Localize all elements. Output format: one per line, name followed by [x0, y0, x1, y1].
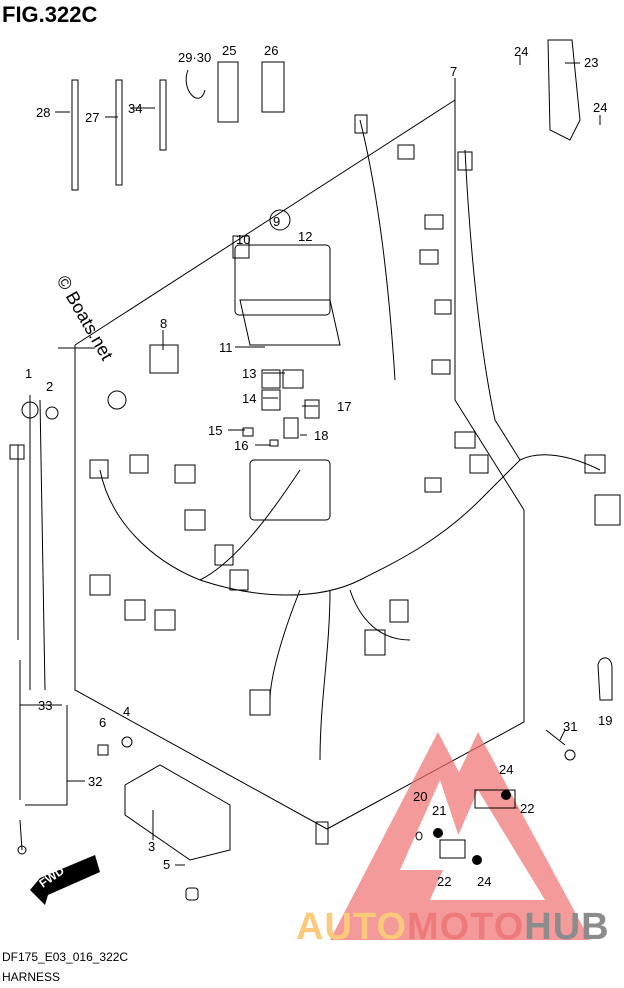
callout-32: 32	[88, 774, 103, 789]
callout-20: 20	[413, 789, 428, 804]
callout-13: 13	[242, 366, 257, 381]
callout-22: 22	[520, 801, 535, 816]
callout-27: 27	[85, 110, 100, 125]
callout-23: 23	[584, 55, 599, 70]
callout-26: 26	[264, 43, 279, 58]
callout-18: 18	[314, 428, 329, 443]
callout-1: 1	[25, 366, 33, 381]
callout-24: 24	[593, 100, 608, 115]
callout-19: 19	[598, 713, 613, 728]
callout-14: 14	[242, 391, 257, 406]
callout-24: 24	[477, 874, 492, 889]
figure-code: DF175_E03_016_322C	[2, 950, 129, 964]
callout-34: 34	[128, 101, 143, 116]
callout-11: 11	[219, 340, 233, 355]
callout-5: 5	[163, 857, 171, 872]
callout-21: 21	[432, 803, 447, 818]
callout-10: 10	[236, 232, 251, 247]
callout-6: 6	[99, 715, 107, 730]
callout-2: 2	[46, 379, 54, 394]
callout-4: 4	[123, 704, 131, 719]
callout-22: 22	[437, 874, 452, 889]
callout-8: 8	[160, 316, 168, 331]
callout-3: 3	[148, 839, 156, 854]
callout-24: 24	[499, 762, 514, 777]
assembly-outline	[74, 99, 525, 830]
callout-29-30: 29·30	[178, 50, 212, 65]
callout-33: 33	[38, 698, 53, 713]
brand-moto: MOTO	[406, 906, 525, 948]
brand-hub: HUB	[524, 906, 610, 948]
callout-15: 15	[208, 423, 223, 438]
callout-25: 25	[222, 43, 237, 58]
figure-name: HARNESS	[2, 970, 61, 984]
brand-auto: AUTO	[296, 906, 407, 948]
callout-28: 28	[36, 105, 51, 120]
callout-7: 7	[450, 64, 458, 79]
callout-16: 16	[234, 438, 249, 453]
fwd-arrow	[30, 855, 100, 905]
brand-logo: AUTOMOTOHUB	[296, 906, 610, 949]
callout-24: 24	[514, 44, 529, 59]
callout-12: 12	[298, 229, 313, 244]
figure-title: FIG.322C	[2, 2, 98, 27]
callout-31: 31	[563, 719, 578, 734]
callout-9: 9	[273, 214, 281, 229]
callout-17: 17	[337, 399, 352, 414]
